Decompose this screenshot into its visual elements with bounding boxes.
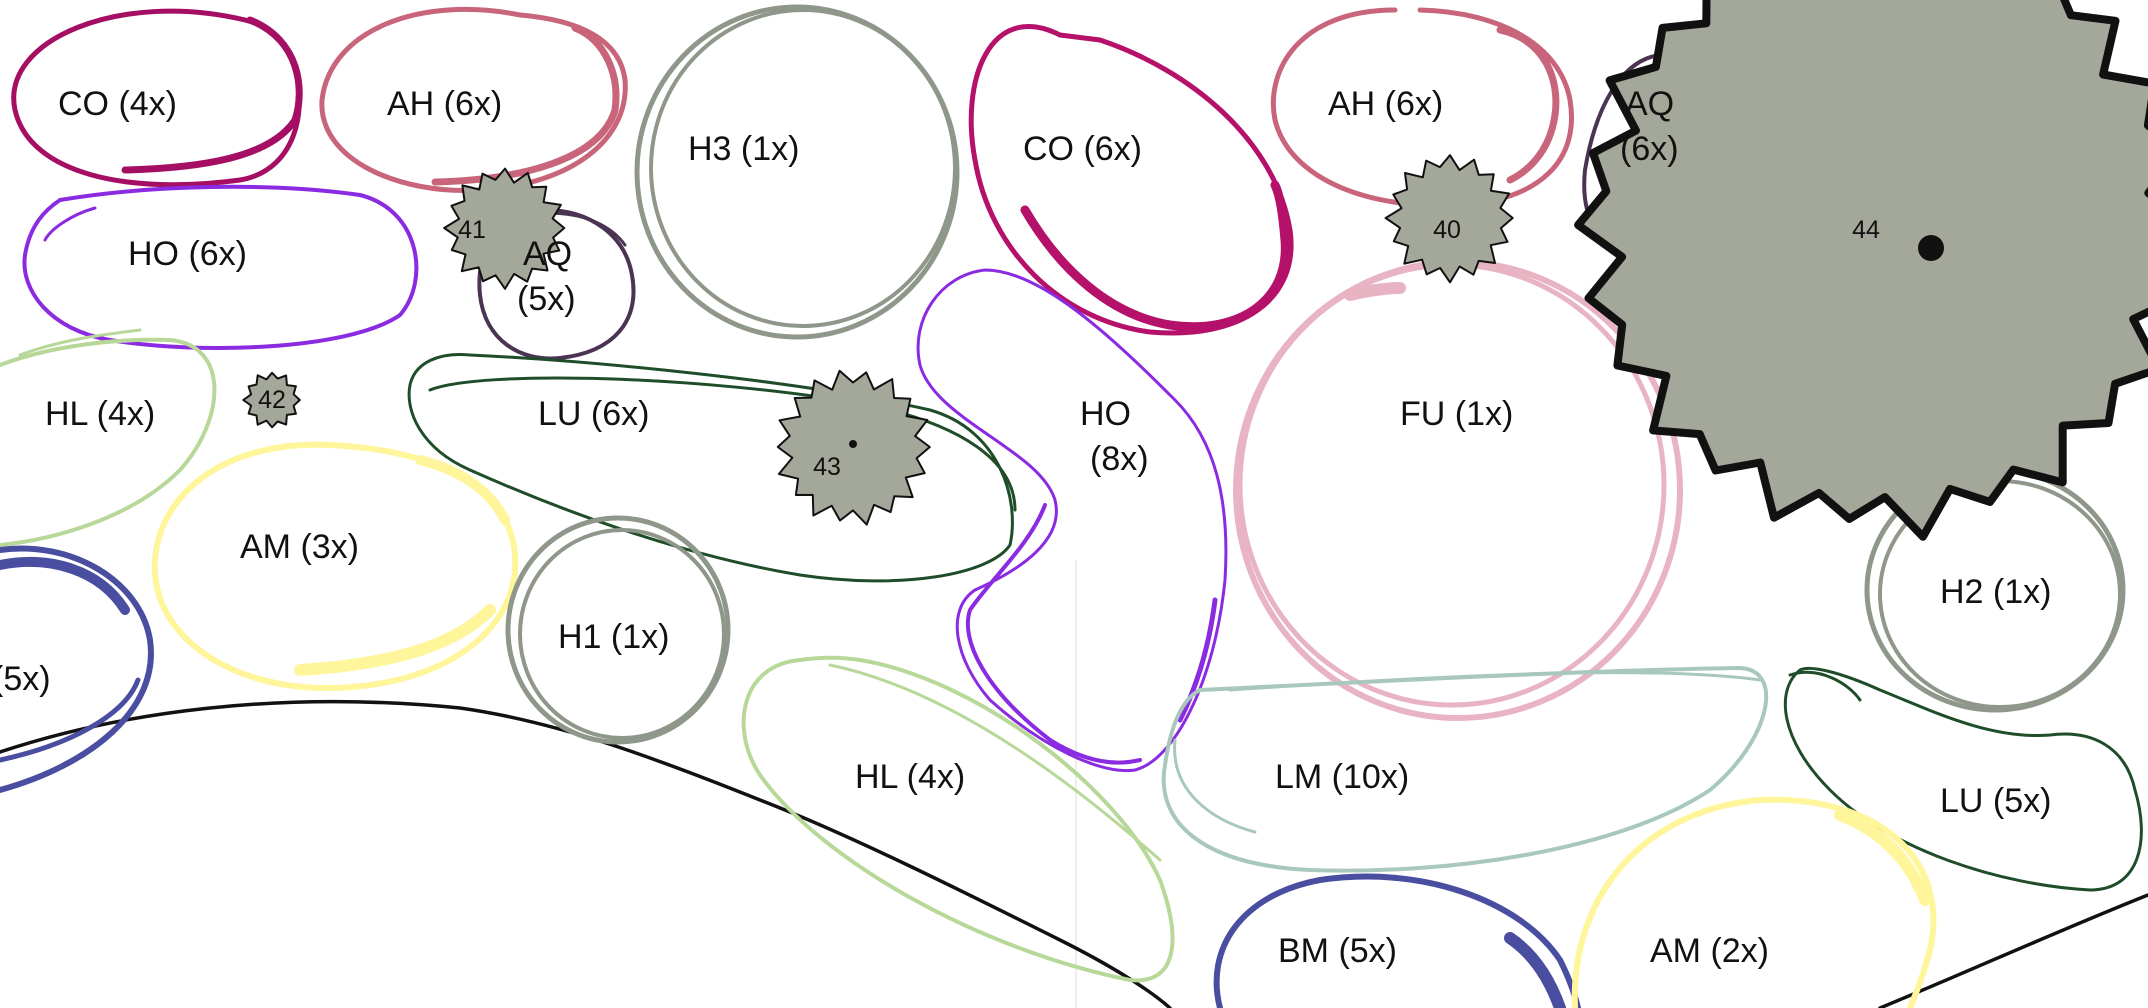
- region-am-2x[interactable]: [1571, 796, 1937, 1008]
- label-am-2x: AM (2x): [1650, 932, 1769, 970]
- region-co-4x[interactable]: [11, 8, 303, 188]
- marker-43-label: 43: [813, 453, 841, 481]
- marker-42-shape: [242, 371, 301, 429]
- marker-44[interactable]: 44: [1574, 0, 2148, 541]
- marker-43-center-dot: [849, 440, 857, 448]
- tissue-boundary: [0, 699, 1172, 1008]
- region-hl-4x-bottom[interactable]: [741, 655, 1175, 983]
- label-x-5x-edge: (5x): [0, 660, 51, 698]
- label-aq-6x-line1: AQ: [1625, 85, 1674, 123]
- marker-44-label: 44: [1852, 216, 1880, 244]
- region-h3-1x[interactable]: [634, 4, 960, 340]
- label-h2-1x: H2 (1x): [1940, 573, 2051, 611]
- region-lm-10x[interactable]: [1161, 666, 1768, 873]
- label-aq-6x-line2: (6x): [1620, 130, 1679, 168]
- label-aq-5x-line1: AQ: [523, 235, 572, 273]
- marker-44-center-dot: [1918, 235, 1944, 261]
- label-hl-4x-bottom: HL (4x): [855, 758, 965, 796]
- marker-42-label: 42: [258, 386, 286, 414]
- marker-44-shape: [1574, 0, 2148, 541]
- region-hl-4x-left[interactable]: [0, 328, 217, 547]
- marker-40-shape: [1384, 154, 1514, 284]
- marker-42[interactable]: 42: [242, 371, 301, 429]
- label-ho-8x-line2: (8x): [1090, 440, 1149, 478]
- label-bm-5x: BM (5x): [1278, 932, 1397, 970]
- tissue-boundary-right: [1878, 893, 2148, 1008]
- region-ho-8x[interactable]: [916, 268, 1228, 773]
- marker-41[interactable]: 41: [443, 167, 566, 290]
- label-fu-1x: FU (1x): [1400, 395, 1513, 433]
- region-fu-1x[interactable]: [1233, 259, 1683, 721]
- region-co-6x[interactable]: [968, 24, 1294, 336]
- marker-43[interactable]: 43: [776, 369, 931, 526]
- label-co-6x: CO (6x): [1023, 130, 1142, 168]
- region-h1-1x[interactable]: [505, 515, 731, 745]
- region-bm-5x[interactable]: [1213, 873, 1581, 1008]
- region-x-5x-edge[interactable]: [0, 545, 154, 793]
- region-lu-5x[interactable]: [1783, 666, 2143, 892]
- region-lu-6x[interactable]: [407, 352, 1017, 583]
- label-h3-1x: H3 (1x): [688, 130, 799, 168]
- label-aq-5x-line2: (5x): [517, 280, 576, 318]
- label-ah-6x-right: AH (6x): [1328, 85, 1443, 123]
- label-ho-6x: HO (6x): [128, 235, 247, 273]
- marker-40[interactable]: 40: [1384, 154, 1514, 284]
- label-co-4x: CO (4x): [58, 85, 177, 123]
- label-am-3x: AM (3x): [240, 528, 359, 566]
- label-h1-1x: H1 (1x): [558, 618, 669, 656]
- marker-41-label: 41: [458, 216, 486, 244]
- marker-41-shape: [443, 167, 566, 290]
- label-ho-8x-line1: HO: [1080, 395, 1131, 433]
- marker-40-label: 40: [1433, 216, 1461, 244]
- label-lu-5x: LU (5x): [1940, 782, 2051, 820]
- label-lu-6x: LU (6x): [538, 395, 649, 433]
- label-lm-10x: LM (10x): [1275, 758, 1409, 796]
- label-hl-4x-left: HL (4x): [45, 395, 155, 433]
- region-am-3x[interactable]: [151, 441, 519, 692]
- label-ah-6x-left: AH (6x): [387, 85, 502, 123]
- region-ho-6x[interactable]: [22, 184, 419, 350]
